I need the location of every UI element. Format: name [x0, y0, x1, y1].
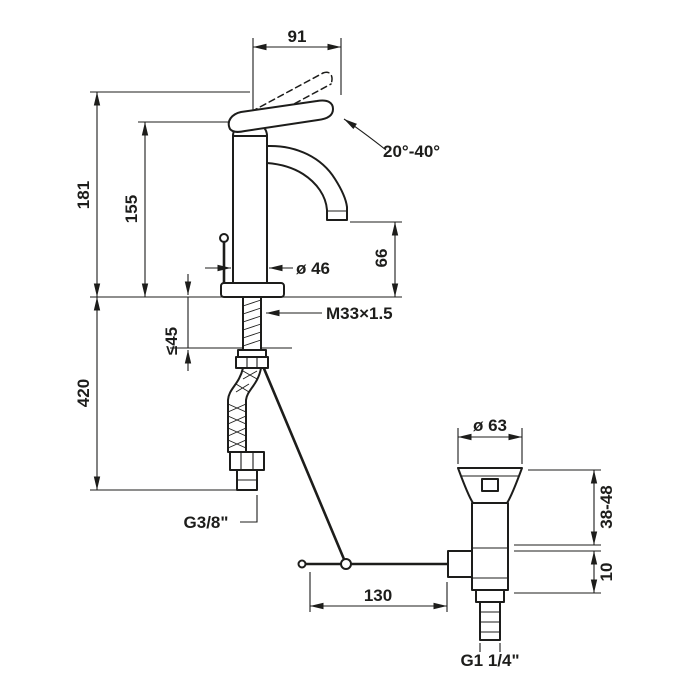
label-spout-reach: 91 — [288, 27, 307, 46]
label-waste-thread: G1 1/4" — [460, 651, 519, 670]
label-deck-thickness: ≤45 — [162, 327, 181, 355]
tailpiece-nut — [475, 589, 505, 603]
pop-up-rod — [250, 338, 454, 570]
washer — [237, 349, 267, 358]
hose-braiding — [227, 370, 258, 449]
angle-arrow — [343, 118, 387, 151]
dimension-lines — [93, 43, 598, 610]
label-mounting-thread: M33×1.5 — [326, 304, 393, 323]
label-handle-angle: 20°-40° — [383, 142, 440, 161]
label-outlet-height: 66 — [372, 249, 391, 268]
handle-lever — [227, 99, 334, 133]
label-body-diameter: ø 46 — [296, 259, 330, 278]
label-supply-thread: G3/8" — [184, 513, 229, 532]
spout — [266, 144, 348, 221]
mounting-hardware — [235, 296, 269, 369]
dimension-labels: 91 20°-40° 181 155 420 66 ø 46 M33×1.5 ≤… — [74, 27, 616, 670]
raised-handle-dashed — [233, 72, 324, 122]
faucet-body — [232, 134, 268, 286]
label-rod-length: 130 — [364, 586, 392, 605]
label-hose-length: 420 — [74, 379, 93, 407]
supply-hose — [227, 367, 265, 491]
drain-assembly — [447, 467, 523, 641]
label-handle-height: 155 — [122, 195, 141, 223]
waste-plug — [481, 478, 499, 492]
label-total-height: 181 — [74, 181, 93, 209]
label-mounting-range: 38-48 — [597, 485, 616, 528]
thread-hatching — [242, 299, 262, 347]
faucet-outline — [219, 71, 348, 298]
label-flange-diameter: ø 63 — [473, 416, 507, 435]
label-lever-offset: 10 — [597, 563, 616, 582]
hose-nut — [229, 451, 265, 471]
lever-coupling — [447, 550, 473, 578]
mounting-nut — [235, 356, 269, 369]
escutcheon — [220, 282, 285, 298]
waste-body — [471, 502, 509, 591]
tailpiece — [479, 601, 501, 641]
